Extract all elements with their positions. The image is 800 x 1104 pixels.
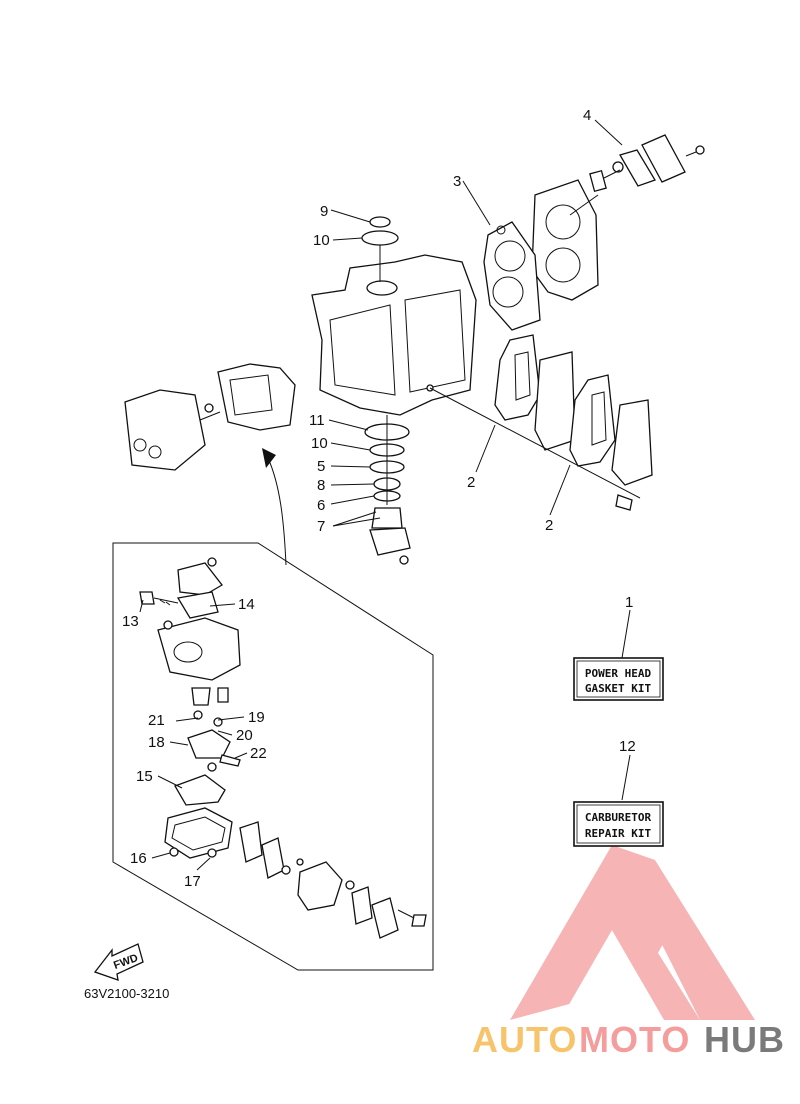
watermark-logo <box>510 845 755 1020</box>
callout-18: 18 <box>148 734 165 751</box>
callout-2-upper: 2 <box>467 474 475 491</box>
callout-17: 17 <box>184 873 201 890</box>
flow-arrow <box>262 448 287 566</box>
callout-11: 11 <box>309 412 325 429</box>
callout-8: 8 <box>317 477 325 494</box>
callout-20: 20 <box>236 727 253 744</box>
diagram-code: 63V2100-3210 <box>84 986 169 1001</box>
watermark-hub: HUB <box>704 1019 785 1060</box>
callout-6: 6 <box>317 497 325 514</box>
callout-1: 1 <box>625 594 633 611</box>
watermark-auto: AUTO <box>472 1019 577 1060</box>
callout-10-upper: 10 <box>313 232 330 249</box>
callout-3: 3 <box>453 173 461 190</box>
callout-14: 14 <box>238 596 255 613</box>
callout-10-lower: 10 <box>311 435 328 452</box>
cylinder-block <box>311 254 477 416</box>
power-head-kit-line1: POWER HEAD <box>585 667 652 680</box>
reed-plate-upper <box>494 334 576 451</box>
callout-5: 5 <box>317 458 325 475</box>
callout-4: 4 <box>583 107 591 124</box>
watermark-text: AUTO MOTO HUB <box>472 1019 785 1060</box>
lower-seal-stack <box>364 415 411 565</box>
callout-22: 22 <box>250 745 267 762</box>
thermostat-cover <box>569 134 705 216</box>
callout-21: 21 <box>148 712 165 729</box>
carburetor-kit-line1: CARBURETOR <box>585 811 652 824</box>
callout-2-lower: 2 <box>545 517 553 534</box>
carburetor-kit-line2: REPAIR KIT <box>585 827 652 840</box>
power-head-gasket-kit-label: POWER HEAD GASKET KIT <box>573 657 664 701</box>
callout-7: 7 <box>317 518 325 535</box>
callout-12: 12 <box>619 738 636 755</box>
callout-19: 19 <box>248 709 265 726</box>
callout-13: 13 <box>122 613 139 630</box>
cylinder-head-gasket <box>483 221 541 331</box>
callout-9: 9 <box>320 203 328 220</box>
carburetor-repair-kit-label: CARBURETOR REPAIR KIT <box>573 801 664 847</box>
watermark-moto: MOTO <box>579 1019 690 1060</box>
carburetor-detail-box <box>112 542 434 971</box>
intake-silencer <box>124 363 296 471</box>
cylinder-head <box>531 179 599 301</box>
callout-16: 16 <box>130 850 147 867</box>
reed-plate-lower <box>429 374 653 511</box>
carburetor-body <box>139 557 427 939</box>
leader-lines <box>139 119 631 871</box>
callout-15: 15 <box>136 768 153 785</box>
forward-direction-badge: FWD <box>93 943 144 981</box>
power-head-kit-line2: GASKET KIT <box>585 682 652 695</box>
